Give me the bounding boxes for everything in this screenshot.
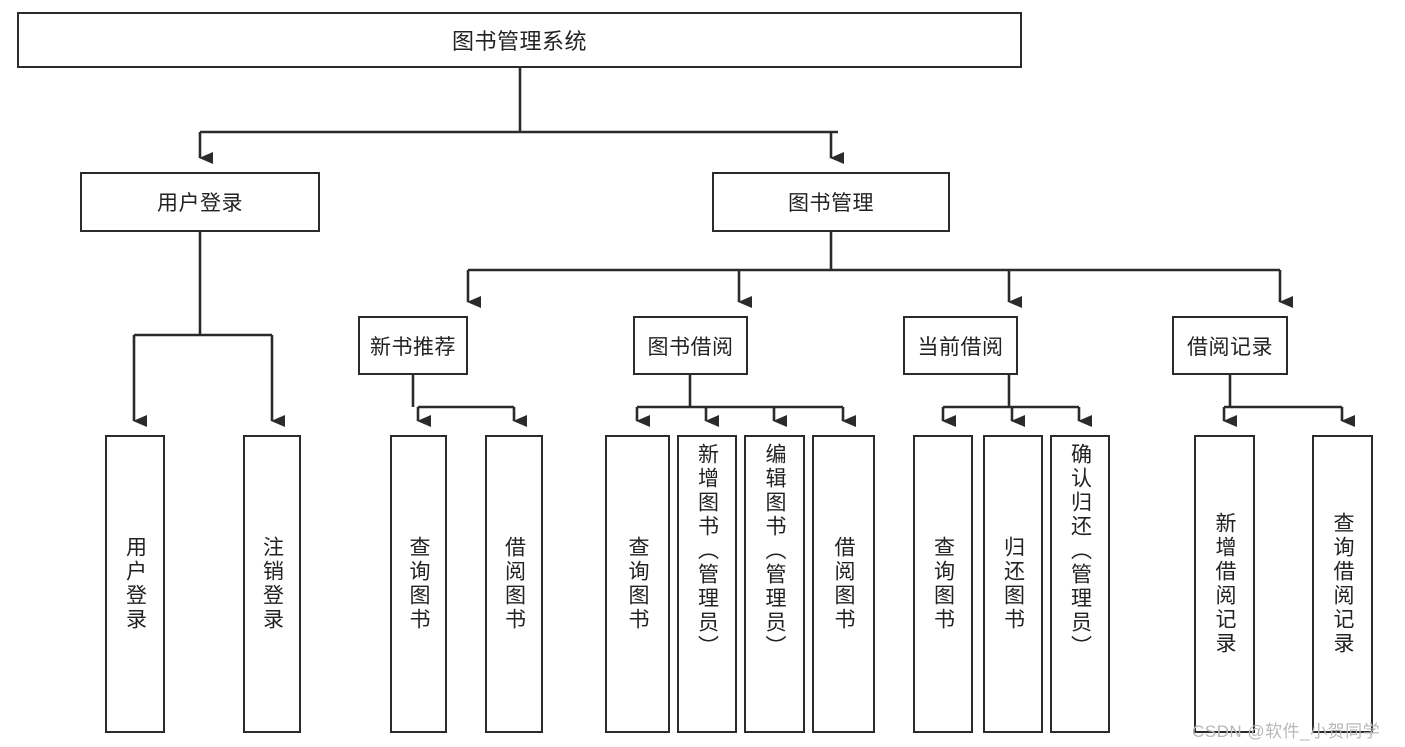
node-label: 查询图书 [407,536,430,632]
node-label: 图书借阅 [647,335,734,359]
node-label: 查询图书 [931,536,955,632]
node-bb-add-book[interactable]: 新增图书（管理员） [677,435,737,733]
node-label: 确认归还（管理员） [1068,443,1092,659]
node-nbr-borrow-book[interactable]: 借阅图书 [485,435,543,733]
node-current-borrow[interactable]: 当前借阅 [903,316,1018,375]
node-user-login-do[interactable]: 用户登录 [105,435,165,733]
node-label: 新增图书（管理员） [695,443,719,659]
node-label: 借阅记录 [1187,335,1273,359]
node-label: 注销登录 [260,536,284,632]
node-label: 编辑图书（管理员） [763,443,786,659]
node-user-login[interactable]: 用户登录 [80,172,320,232]
node-label: 归还图书 [1001,536,1025,632]
node-book-manage[interactable]: 图书管理 [712,172,950,232]
node-label: 新书推荐 [370,335,456,359]
node-label: 用户登录 [157,192,243,215]
node-br-add-record[interactable]: 新增借阅记录 [1194,435,1255,733]
node-cb-return-book[interactable]: 归还图书 [983,435,1043,733]
node-borrow-record[interactable]: 借阅记录 [1172,316,1288,375]
node-bb-query-book[interactable]: 查询图书 [605,435,670,733]
node-nbr-query-book[interactable]: 查询图书 [390,435,447,733]
node-bb-borrow-book[interactable]: 借阅图书 [812,435,875,733]
node-label: 当前借阅 [917,335,1004,359]
node-label: 借阅图书 [832,536,855,632]
node-label: 查询借阅记录 [1331,512,1354,656]
node-book-borrow[interactable]: 图书借阅 [633,316,748,375]
node-user-logout[interactable]: 注销登录 [243,435,301,733]
node-root-system[interactable]: 图书管理系统 [17,12,1022,68]
node-label: 图书管理 [788,192,874,215]
node-label: 借阅图书 [502,536,526,632]
node-label: 查询图书 [626,536,649,632]
node-label: 用户登录 [123,536,147,632]
node-cb-query-book[interactable]: 查询图书 [913,435,973,733]
node-new-book-recommend[interactable]: 新书推荐 [358,316,468,375]
node-bb-edit-book[interactable]: 编辑图书（管理员） [744,435,805,733]
csdn-watermark: CSDN @软件_小贺同学 [1192,722,1381,741]
node-label: 图书管理系统 [451,29,587,54]
node-br-query-record[interactable]: 查询借阅记录 [1312,435,1373,733]
node-cb-confirm-return[interactable]: 确认归还（管理员） [1050,435,1110,733]
node-label: 新增借阅记录 [1213,512,1236,656]
